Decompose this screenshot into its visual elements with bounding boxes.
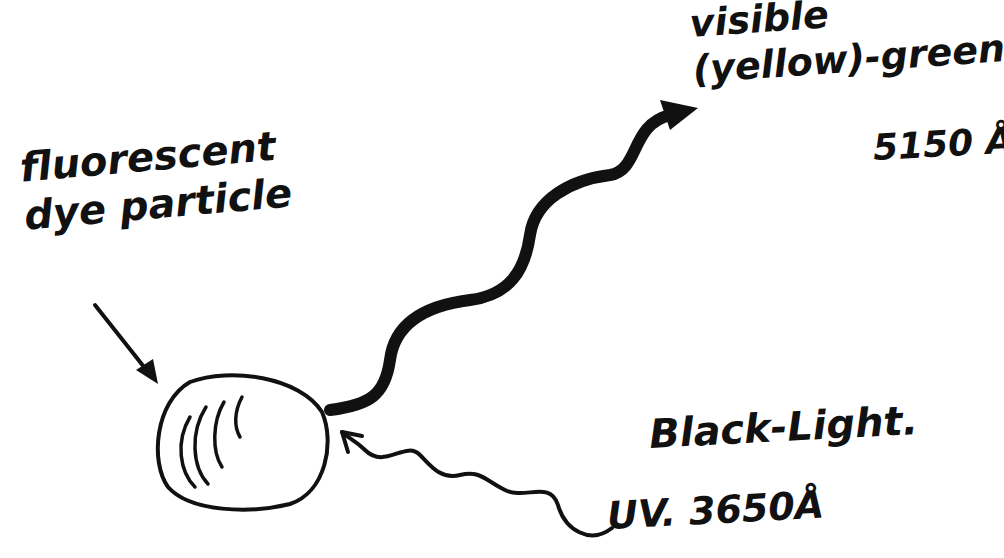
light-label: Black-Light.	[648, 396, 919, 458]
particle-shading	[236, 397, 242, 437]
leader-arrowhead	[136, 359, 158, 384]
leader-line	[95, 305, 148, 372]
particle-shading	[215, 402, 224, 467]
light-label: 5150 Å	[872, 119, 1004, 169]
particle-outline	[150, 372, 332, 512]
emitted-light-arrowhead	[660, 100, 698, 130]
uv-light-wave	[342, 432, 612, 535]
particle-node: fluorescent dye particle	[150, 372, 332, 512]
particle-shading	[195, 407, 208, 484]
callout-label: fluorescent dye particle	[18, 115, 355, 239]
light-label: visible (yellow)-green	[688, 0, 1004, 93]
particle-shape	[158, 375, 328, 509]
emitted-light-wave	[330, 115, 670, 410]
uv-light-arrowhead	[342, 432, 362, 452]
light-label: UV. 3650Å	[606, 483, 825, 540]
particle-shading	[181, 417, 195, 487]
